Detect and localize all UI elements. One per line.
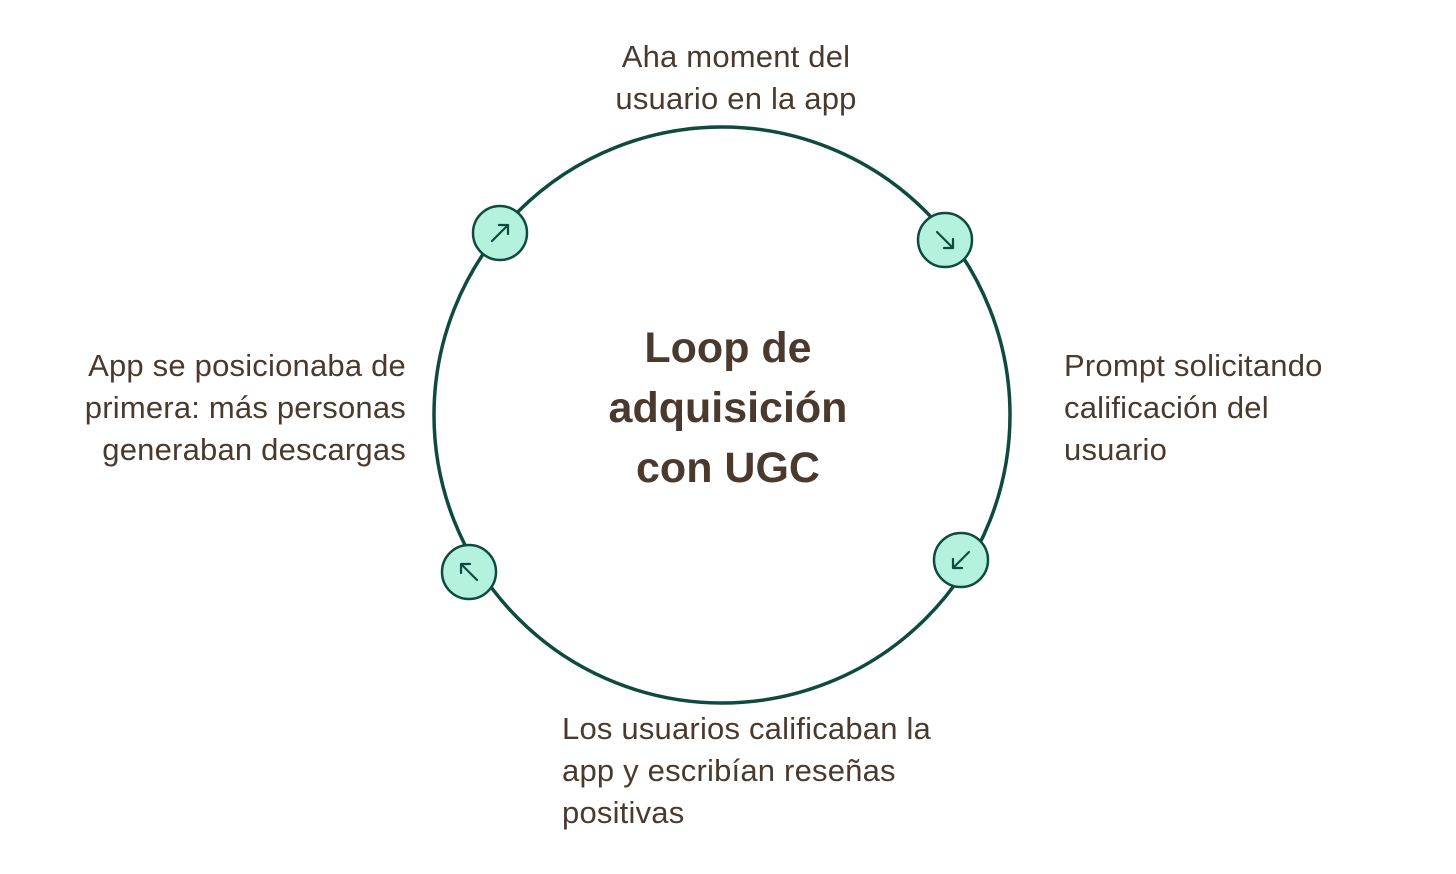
arrow-glyph: [935, 230, 955, 250]
step-label-line: Prompt solicitando: [1064, 348, 1323, 383]
arrow-glyph: [951, 550, 971, 570]
arrow-up-right-icon: [471, 204, 529, 262]
arrow-glyph: [490, 223, 510, 243]
step-label-line: App se posicionaba de: [88, 348, 406, 383]
arrow-up-left-icon: [440, 543, 498, 601]
center-title: Loop de adquisición con UGC: [528, 318, 928, 498]
step-label-aha-moment: Aha moment del usuario en la app: [486, 36, 986, 120]
center-title-line: Loop de: [644, 324, 812, 372]
arrow-nodes: [440, 204, 990, 601]
step-label-line: Los usuarios calificaban la: [562, 711, 931, 746]
step-label-line: app y escribían reseñas: [562, 753, 896, 788]
step-label-line: Aha moment del: [621, 39, 851, 74]
step-label-line: usuario en la app: [615, 81, 857, 116]
step-label-app-ranking: App se posicionaba de primera: más perso…: [10, 345, 406, 471]
arrow-down-right-icon: [916, 211, 974, 269]
step-label-line: calificación del: [1064, 390, 1269, 425]
step-label-line: positivas: [562, 795, 685, 830]
center-title-line: adquisición: [608, 384, 848, 432]
step-label-rating-prompt: Prompt solicitando calificación del usua…: [1064, 345, 1444, 471]
arrow-glyph: [459, 562, 479, 582]
step-label-line: usuario: [1064, 432, 1168, 467]
loop-ring: [432, 125, 1012, 705]
arrow-down-left-icon: [932, 531, 990, 589]
step-label-line: primera: más personas: [84, 390, 406, 425]
center-title-line: con UGC: [636, 444, 820, 492]
step-label-line: generaban descargas: [102, 432, 406, 467]
step-label-user-reviews: Los usuarios calificaban la app y escrib…: [562, 708, 1042, 834]
